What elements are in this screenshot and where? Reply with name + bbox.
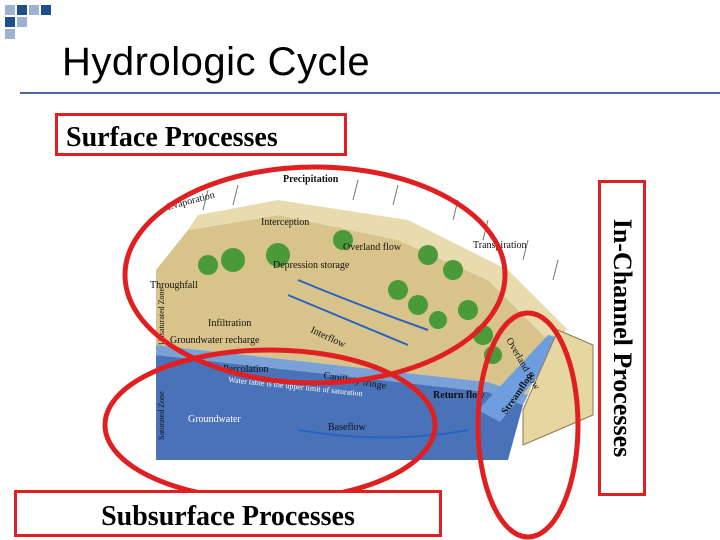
corner-decoration [0, 0, 60, 40]
label-overland-flow: Overland flow [343, 242, 402, 253]
label-infiltration: Infiltration [208, 318, 251, 329]
in-channel-processes-label: In-Channel Processes [607, 219, 637, 458]
subsurface-processes-label: Subsurface Processes [14, 490, 442, 537]
label-precipitation: Precipitation [283, 174, 339, 185]
label-baseflow: Baseflow [328, 422, 367, 433]
label-groundwater-recharge: Groundwater recharge [170, 335, 260, 346]
label-unsaturated-zone: Unsaturated Zone [157, 287, 166, 345]
label-evaporation: Evaporation [166, 190, 216, 213]
label-interception: Interception [261, 217, 309, 228]
label-saturated-zone: Saturated Zone [157, 391, 166, 440]
surface-processes-label: Surface Processes [55, 113, 347, 156]
label-depression-storage: Depression storage [273, 260, 350, 271]
label-transpiration: Transpiration [473, 240, 527, 251]
in-channel-processes-box: In-Channel Processes [598, 180, 646, 496]
hydrologic-cycle-diagram: Precipitation Evaporation Interception O… [128, 160, 604, 490]
title-divider [20, 92, 720, 94]
label-percolation: Percolation [223, 364, 269, 375]
label-return-flow: Return flow [433, 390, 485, 401]
slide-title: Hydrologic Cycle [62, 40, 370, 85]
label-groundwater: Groundwater [188, 414, 241, 425]
